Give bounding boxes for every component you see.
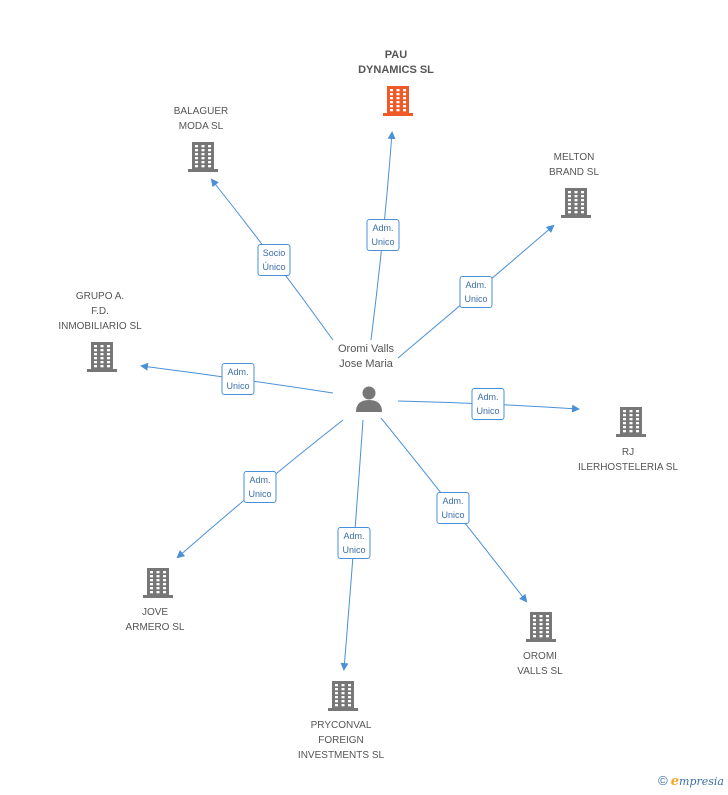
person-icon[interactable] xyxy=(356,386,382,413)
company-label-rj[interactable]: RJ ILERHOSTELERIA SL xyxy=(578,445,678,475)
company-label-line: BALAGUER xyxy=(173,106,229,117)
brand-initial: e xyxy=(670,774,680,789)
role-text: Adm. xyxy=(442,496,464,506)
role-box-jove[interactable]: Adm. Unico xyxy=(243,471,277,503)
role-text: Adm. xyxy=(372,223,394,233)
company-label-line: OROMI xyxy=(523,651,557,662)
company-label-melton[interactable]: MELTON BRAND SL xyxy=(549,150,599,180)
company-label-grupo[interactable]: GRUPO A. F.D. INMOBILIARIO SL xyxy=(58,289,141,334)
role-box-pau[interactable]: Adm. Unico xyxy=(366,219,400,251)
role-box-grupo[interactable]: Adm. Unico xyxy=(221,363,255,395)
company-label-line: INVESTMENTS SL xyxy=(297,750,385,761)
building-icon-pau[interactable] xyxy=(383,86,413,116)
company-label-line: F.D. xyxy=(91,306,109,317)
center-name-line2: Jose Maria xyxy=(339,358,393,370)
role-text: Adm. xyxy=(227,367,249,377)
company-label-line: PAU xyxy=(384,49,408,61)
company-label-line: ARMERO SL xyxy=(125,622,185,633)
role-box-rj[interactable]: Adm. Unico xyxy=(471,388,505,420)
company-label-jove[interactable]: JOVE ARMERO SL xyxy=(126,605,185,635)
nodes-group xyxy=(87,86,646,711)
center-name-line1: Oromi Valls xyxy=(337,343,395,355)
role-text: Adm. xyxy=(249,475,271,485)
company-label-line: JOVE xyxy=(141,607,169,618)
company-label-line: MODA SL xyxy=(178,121,224,132)
building-icon-rj[interactable] xyxy=(616,407,646,437)
company-label-oromi[interactable]: OROMI VALLS SL xyxy=(517,649,562,679)
company-label-line: ILERHOSTELERIA SL xyxy=(577,462,679,473)
company-label-line: BRAND SL xyxy=(548,167,600,178)
role-text: Adm. xyxy=(343,531,365,541)
footer-brand[interactable]: © empresia xyxy=(658,773,724,789)
company-label-line: VALLS SL xyxy=(517,666,563,677)
building-icon-pryconval[interactable] xyxy=(328,681,358,711)
building-icon-grupo[interactable] xyxy=(87,342,117,372)
company-label-pryconval[interactable]: PRYCONVAL FOREIGN INVESTMENTS SL xyxy=(298,718,384,763)
company-label-line: MELTON xyxy=(553,152,595,163)
company-label-line: FOREIGN xyxy=(318,735,364,746)
role-box-pryconval[interactable]: Adm. Unico xyxy=(337,527,371,559)
role-text: Unico xyxy=(371,237,395,247)
copyright-icon: © xyxy=(658,773,668,788)
role-text: Unico xyxy=(464,294,488,304)
role-text: Unico xyxy=(476,406,500,416)
center-person-label[interactable]: Oromi Valls Jose Maria xyxy=(337,342,395,372)
building-icon-oromi[interactable] xyxy=(526,612,556,642)
brand-name: mpresia xyxy=(679,775,724,788)
role-text: Único xyxy=(262,262,286,272)
role-text: Unico xyxy=(342,545,366,555)
role-text: Unico xyxy=(441,510,465,520)
role-box-oromi[interactable]: Adm. Unico xyxy=(436,492,470,524)
company-label-line: PRYCONVAL xyxy=(310,720,372,731)
role-text: Socio xyxy=(262,248,286,258)
company-label-line: DYNAMICS SL xyxy=(358,64,434,76)
edges-group xyxy=(140,131,580,671)
role-text: Unico xyxy=(226,381,250,391)
building-icon-balaguer[interactable] xyxy=(188,142,218,172)
role-text: Adm. xyxy=(477,392,499,402)
role-text: Unico xyxy=(248,489,272,499)
company-label-balaguer[interactable]: BALAGUER MODA SL xyxy=(174,104,228,134)
role-text: Adm. xyxy=(465,280,487,290)
company-label-pau[interactable]: PAU DYNAMICS SL xyxy=(358,48,434,78)
company-label-line: RJ xyxy=(621,447,635,458)
building-icon-melton[interactable] xyxy=(561,188,591,218)
company-label-line: GRUPO A. xyxy=(75,291,125,302)
company-label-line: INMOBILIARIO SL xyxy=(58,321,142,332)
building-icon-jove[interactable] xyxy=(143,568,173,598)
role-box-melton[interactable]: Adm. Unico xyxy=(459,276,493,308)
